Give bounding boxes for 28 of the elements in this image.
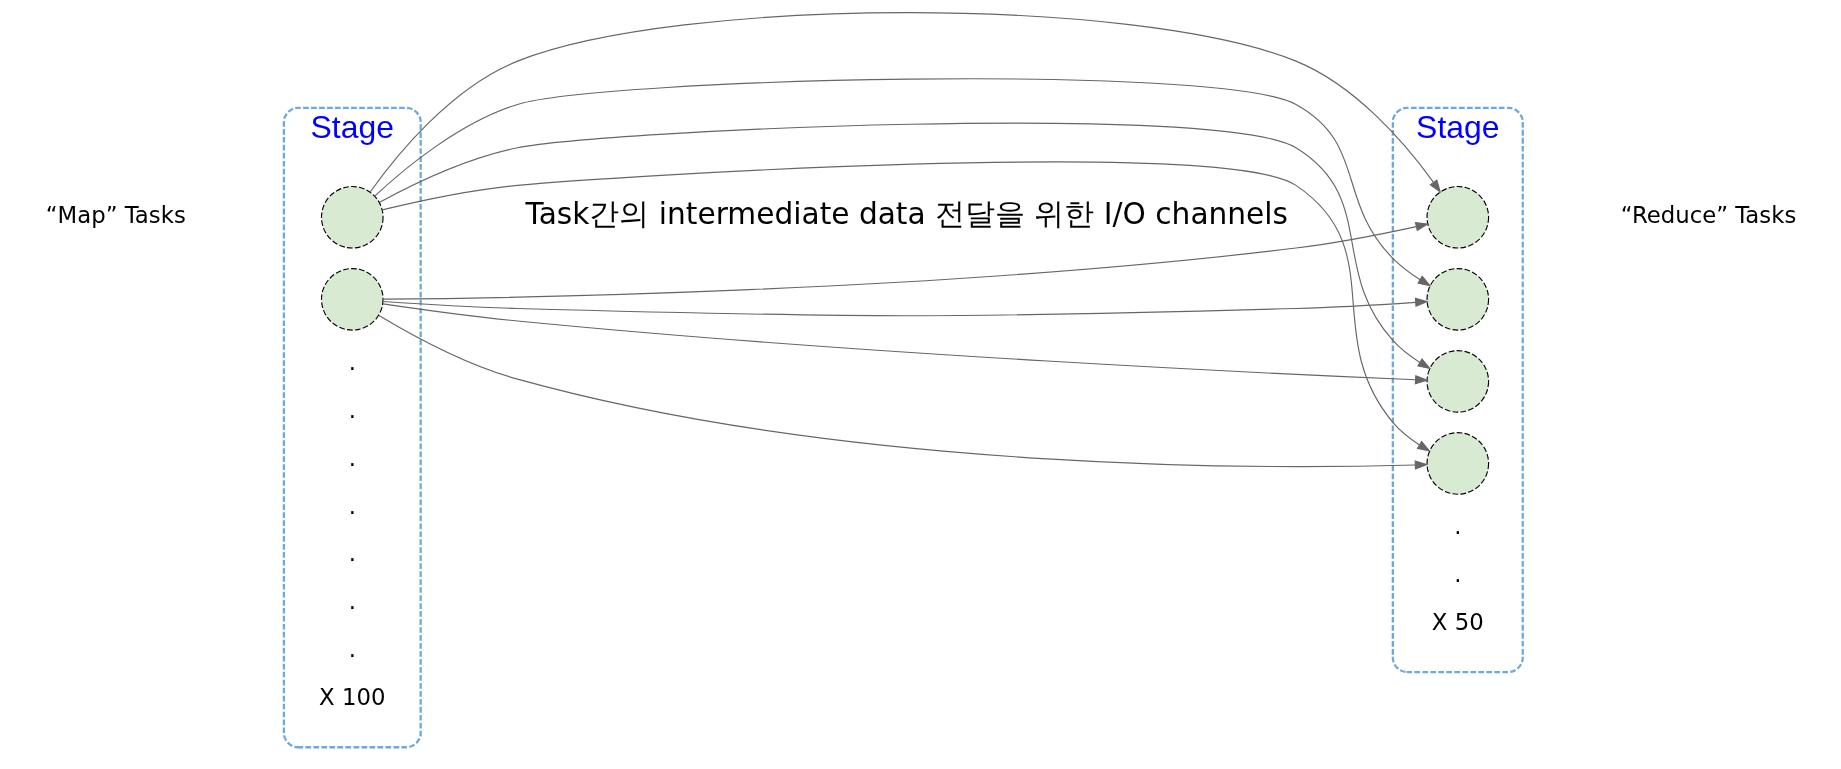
label: . [348, 444, 356, 471]
node-circle [1425, 432, 1489, 495]
node-circle [320, 268, 384, 331]
arrow [382, 297, 1429, 317]
node-circle [1425, 350, 1489, 413]
label: X 50 [1431, 608, 1484, 635]
label: “Reduce” Tasks [1620, 201, 1796, 228]
arrow [381, 303, 1429, 385]
label: . [348, 636, 356, 663]
node-circle [1425, 268, 1489, 331]
label: . [1453, 560, 1461, 587]
arrow [381, 161, 1431, 452]
label: . [348, 540, 356, 567]
label: . [348, 396, 356, 423]
node-circle [320, 185, 384, 249]
arrow [378, 122, 1431, 370]
node-circle [1425, 185, 1489, 249]
label: . [348, 588, 356, 615]
arrow [373, 78, 1431, 287]
label: . [348, 349, 356, 375]
label: . [1453, 513, 1461, 540]
label: “Map” Tasks [45, 201, 186, 228]
label: Task간의 intermediate data 전달을 위한 I/O channels [525, 196, 1288, 232]
arrow [377, 314, 1428, 470]
arrow [382, 222, 1429, 300]
arrow [369, 12, 1441, 194]
label: X 100 [318, 684, 385, 711]
label: . [348, 492, 356, 519]
